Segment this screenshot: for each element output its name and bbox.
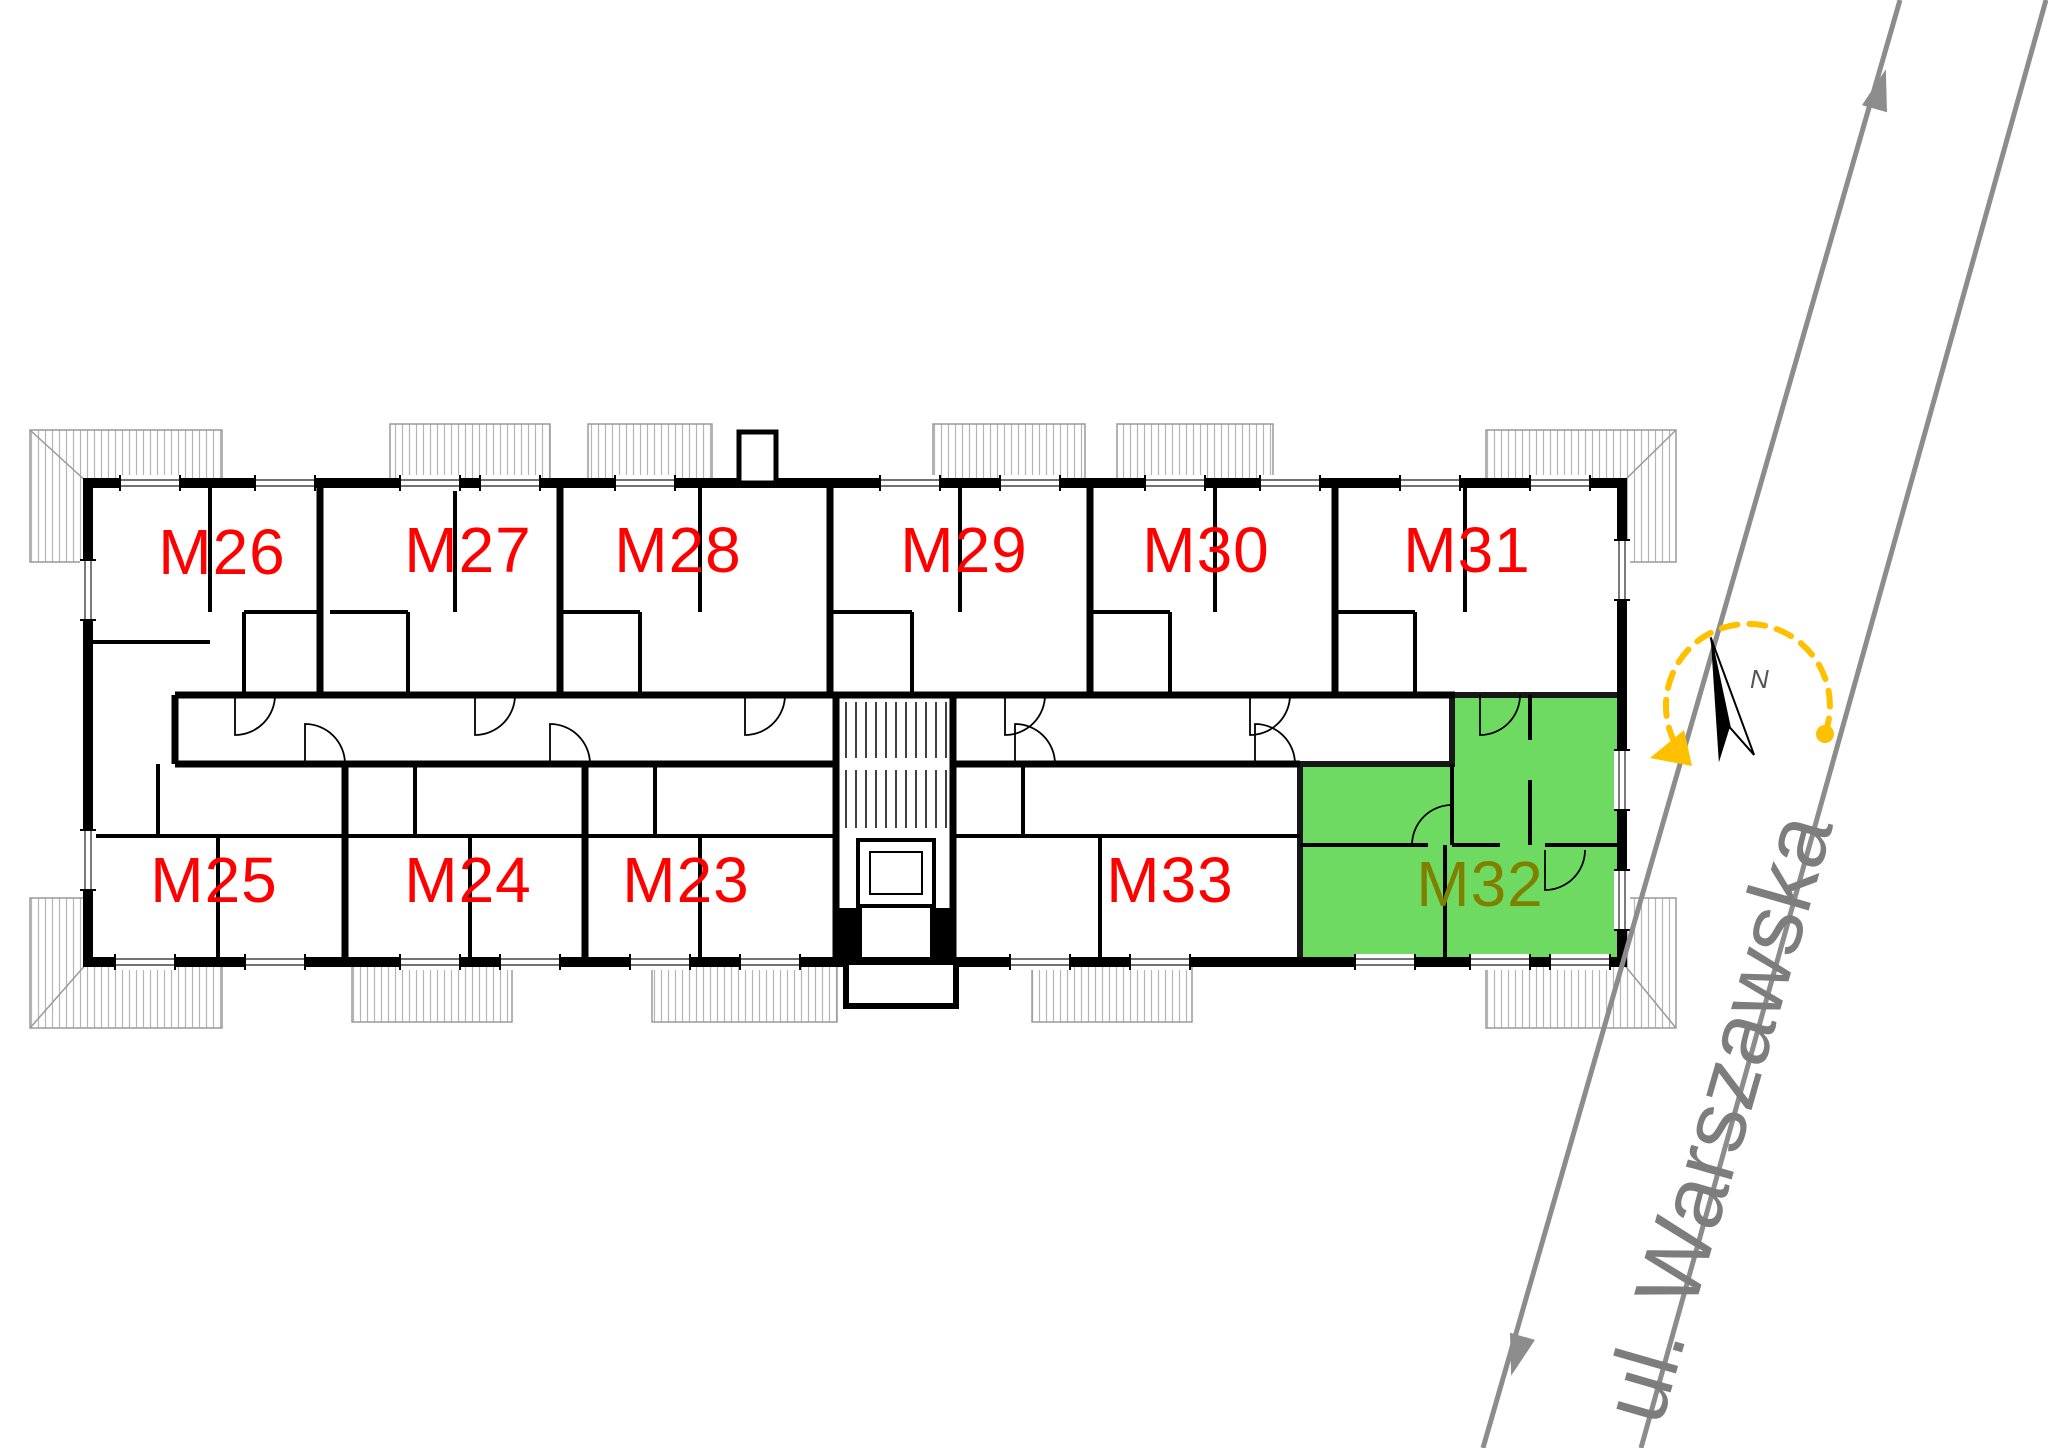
apartment-label-m29[interactable]: M29	[900, 514, 1028, 586]
apartment-label-m23[interactable]: M23	[622, 844, 750, 916]
street-direction-arrow-up	[1862, 69, 1888, 113]
apartment-label-m33[interactable]: M33	[1106, 844, 1234, 916]
stairwell	[838, 702, 950, 958]
street-direction-arrow-down	[1509, 1332, 1535, 1376]
apartment-label-m25[interactable]: M25	[150, 844, 278, 916]
building-walls	[83, 429, 1627, 1009]
north-label: N	[1750, 664, 1769, 694]
apartment-label-m30[interactable]: M30	[1142, 514, 1270, 586]
apartment-label-m32[interactable]: M32	[1416, 848, 1544, 920]
apartment-label-m24[interactable]: M24	[404, 844, 532, 916]
apartment-label-m26[interactable]: M26	[158, 516, 286, 588]
rotation-arrow-icon	[1650, 620, 1834, 766]
north-arrow-icon: N	[1709, 637, 1769, 763]
apartment-label-m27[interactable]: M27	[404, 514, 532, 586]
apartment-label-m31[interactable]: M31	[1403, 514, 1531, 586]
street-warszawska	[1480, 0, 2048, 1448]
apartment-label-m28[interactable]: M28	[614, 514, 742, 586]
